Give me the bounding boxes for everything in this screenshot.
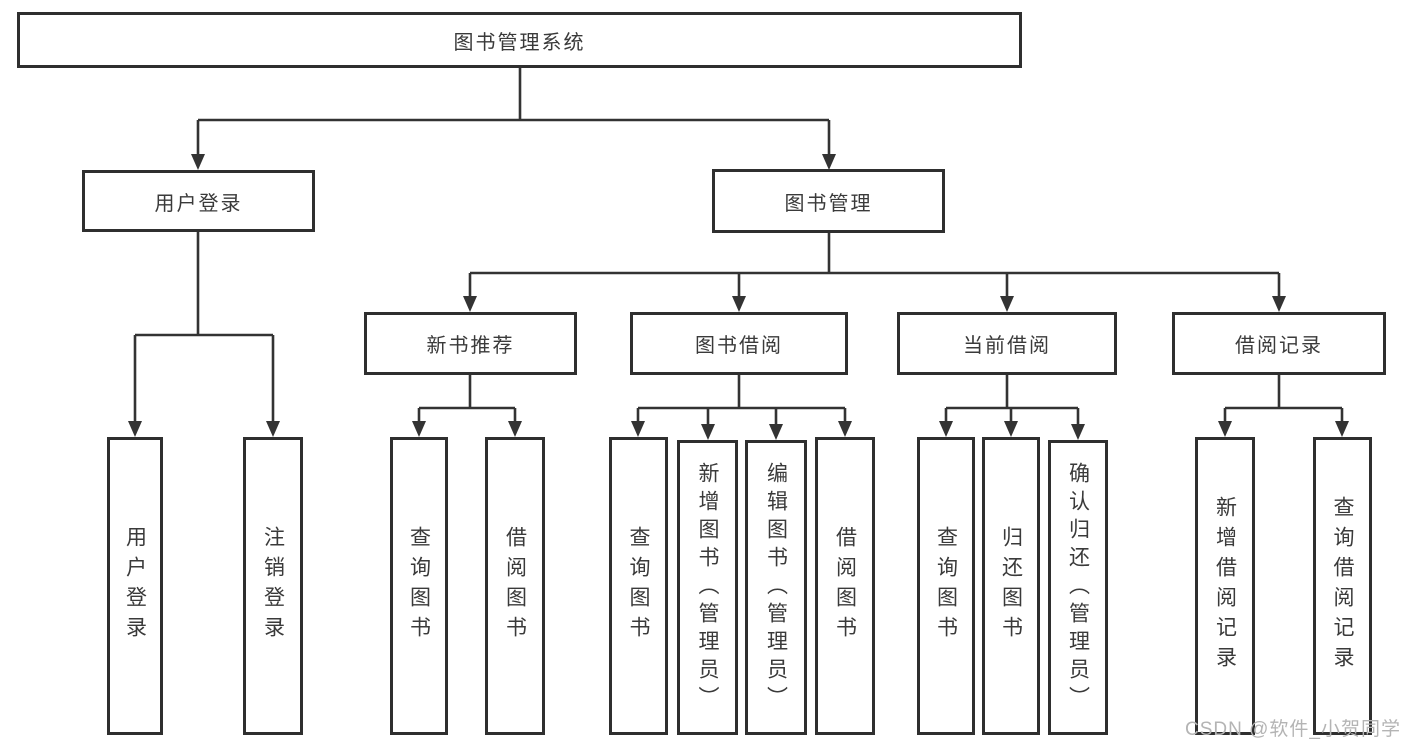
node-user-login: 用户登录 [82,170,315,232]
node-current-borrow: 当前借阅 [897,312,1117,375]
leaf-cb-confirm-return-admin: 确认归还（管理员） [1048,440,1108,735]
leaf-br-query-record: 查询借阅记录 [1313,437,1372,735]
arrow-nb-query [412,421,426,437]
arrow-bb-borrow [838,421,852,437]
arrow-new-book [463,296,477,312]
arrow-borrow-records [1272,296,1286,312]
node-book-management: 图书管理 [712,169,945,233]
node-new-book-recommend: 新书推荐 [364,312,577,375]
watermark: CSDN @软件_小贺同学 [1185,719,1401,740]
node-borrow-records: 借阅记录 [1172,312,1386,375]
arrow-br-query [1335,421,1349,437]
node-root: 图书管理系统 [17,12,1022,68]
arrow-br-add [1218,421,1232,437]
leaf-bb-borrow-books: 借阅图书 [815,437,875,735]
leaf-cb-query-books: 查询图书 [917,437,975,735]
leaf-bb-add-books-admin: 新增图书（管理员） [677,440,738,735]
leaf-bb-query-books: 查询图书 [609,437,668,735]
arrow-cb-query [939,421,953,437]
leaf-cb-return-books: 归还图书 [982,437,1040,735]
arrow-leaf-logout [266,421,280,437]
arrow-user-login [191,154,205,170]
arrow-bb-edit [769,424,783,440]
arrow-cb-return [1004,421,1018,437]
leaf-bb-edit-books-admin: 编辑图书（管理员） [745,440,807,735]
node-book-borrow: 图书借阅 [630,312,848,375]
arrow-leaf-login [128,421,142,437]
arrow-cb-confirm [1071,424,1085,440]
arrow-book-borrow [732,296,746,312]
arrow-bb-query [631,421,645,437]
leaf-nb-query-books: 查询图书 [390,437,448,735]
leaf-nb-borrow-books: 借阅图书 [485,437,545,735]
arrow-bb-add [701,424,715,440]
arrow-current-borrow [1000,296,1014,312]
arrow-book-management [822,154,836,170]
arrow-nb-borrow [508,421,522,437]
leaf-logout: 注销登录 [243,437,303,735]
leaf-user-login: 用户登录 [107,437,163,735]
arrowheads [128,154,1349,440]
leaf-br-add-record: 新增借阅记录 [1195,437,1255,735]
